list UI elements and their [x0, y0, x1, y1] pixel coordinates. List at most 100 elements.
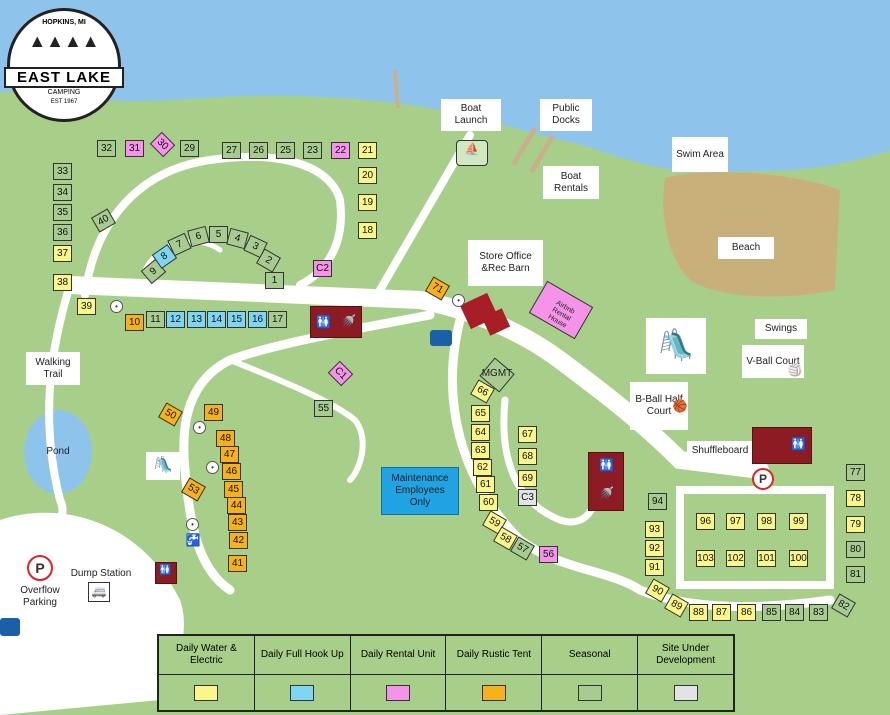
campsite-99[interactable]: 99	[789, 513, 808, 530]
legend-item: Seasonal	[542, 636, 639, 710]
legend-label: Daily Rental Unit	[350, 636, 446, 675]
campsite-68[interactable]: 68	[518, 448, 537, 465]
campsite-55[interactable]: 55	[314, 400, 333, 417]
campsite-86[interactable]: 86	[737, 604, 756, 621]
maintenance-label: Maintenance Employees Only	[381, 467, 459, 515]
campsite-69[interactable]: 69	[518, 470, 537, 487]
legend-swatch-cell	[159, 675, 254, 710]
campsite-91[interactable]: 91	[645, 559, 664, 576]
restroom-east: 🚻	[752, 427, 812, 464]
campsite-62[interactable]: 62	[473, 459, 492, 476]
airbnb-house[interactable]	[528, 280, 594, 340]
pond	[24, 410, 92, 494]
campsite-15[interactable]: 15	[227, 311, 246, 328]
campsite-84[interactable]: 84	[785, 604, 804, 621]
campsite-21[interactable]: 21	[358, 142, 377, 159]
campsite-61[interactable]: 61	[476, 476, 495, 493]
campsite-65[interactable]: 65	[471, 405, 490, 422]
campsite-37[interactable]: 37	[53, 245, 72, 262]
campsite-29[interactable]: 29	[180, 140, 199, 157]
spigot-marker: •	[110, 300, 123, 313]
logo-trees: ▲▲▲▲	[28, 31, 100, 51]
campsite-67[interactable]: 67	[518, 426, 537, 443]
campsite-34[interactable]: 34	[53, 184, 72, 201]
shower-icon: 🚿	[341, 314, 356, 328]
campsite-77[interactable]: 77	[846, 464, 865, 481]
campsite-64[interactable]: 64	[471, 424, 490, 441]
campsite-85[interactable]: 85	[762, 604, 781, 621]
campsite-96[interactable]: 96	[696, 513, 715, 530]
campsite-98[interactable]: 98	[757, 513, 776, 530]
campsite-83[interactable]: 83	[809, 604, 828, 621]
campsite-17[interactable]: 17	[268, 311, 287, 328]
legend-swatch	[577, 684, 602, 701]
dock-2	[528, 134, 556, 174]
campsite-103[interactable]: 103	[696, 550, 715, 567]
campsite-79[interactable]: 79	[846, 516, 865, 533]
campsite-101[interactable]: 101	[757, 550, 776, 567]
restroom-north: 🚻🚿	[310, 306, 362, 338]
campsite-63[interactable]: 63	[471, 442, 490, 459]
dump-station-icon: 🚐	[88, 582, 110, 602]
campsite-13[interactable]: 13	[187, 311, 206, 328]
campsite-32[interactable]: 32	[97, 140, 116, 157]
campsite-18[interactable]: 18	[358, 222, 377, 239]
campsite-19[interactable]: 19	[358, 194, 377, 211]
campsite-87[interactable]: 87	[712, 604, 731, 621]
campsite-94[interactable]: 94	[648, 493, 667, 510]
campsite-56[interactable]: 56	[539, 546, 558, 563]
logo-name: EAST LAKE	[4, 67, 124, 88]
campsite-31[interactable]: 31	[125, 140, 144, 157]
dump-station-label: Dump Station	[70, 568, 132, 579]
campsite-14[interactable]: 14	[207, 311, 226, 328]
campsite-80[interactable]: 80	[846, 541, 865, 558]
campsite-16[interactable]: 16	[248, 311, 267, 328]
campsite-25[interactable]: 25	[276, 142, 295, 159]
campsite-35[interactable]: 35	[53, 204, 72, 221]
campsite-78[interactable]: 78	[846, 490, 865, 507]
campsite-44[interactable]: 44	[227, 497, 246, 514]
swim-area-label: Swim Area	[672, 137, 728, 172]
logo-sub: CAMPING	[47, 89, 81, 96]
campsite-38[interactable]: 38	[53, 274, 72, 291]
campsite-12[interactable]: 12	[166, 311, 185, 328]
campsite-33[interactable]: 33	[53, 163, 72, 180]
campsite-45[interactable]: 45	[224, 481, 243, 498]
campsite-47[interactable]: 47	[220, 446, 239, 463]
campsite-11[interactable]: 11	[146, 311, 165, 328]
campsite-97[interactable]: 97	[726, 513, 745, 530]
campsite-27[interactable]: 27	[222, 142, 241, 159]
campsite-60[interactable]: 60	[479, 494, 498, 511]
campsite-92[interactable]: 92	[645, 540, 664, 557]
campsite-46[interactable]: 46	[222, 463, 241, 480]
campsite-88[interactable]: 88	[689, 604, 708, 621]
campsite-102[interactable]: 102	[726, 550, 745, 567]
campsite-42[interactable]: 42	[229, 532, 248, 549]
dock-3	[393, 69, 400, 109]
campsite-81[interactable]: 81	[846, 566, 865, 583]
campsite-23[interactable]: 23	[303, 142, 322, 159]
campsite-100[interactable]: 100	[789, 550, 808, 567]
dumpster	[430, 330, 452, 346]
logo-est: EST 1967	[50, 99, 78, 105]
campsite-43[interactable]: 43	[228, 514, 247, 531]
campsite-49[interactable]: 49	[204, 404, 223, 421]
shower-icon: 🚿	[599, 486, 614, 500]
campsite-22[interactable]: 22	[331, 142, 350, 159]
campsite-39[interactable]: 39	[77, 298, 96, 315]
campsite-5[interactable]: 5	[209, 226, 228, 243]
basketball-icon: 🏀	[672, 399, 688, 413]
campsite-10[interactable]: 10	[125, 314, 144, 331]
campsite-1[interactable]: 1	[265, 272, 284, 289]
legend-swatch-cell	[446, 675, 541, 710]
campsite-c3[interactable]: C3	[518, 489, 537, 506]
campsite-c2[interactable]: C2	[313, 260, 332, 277]
campsite-48[interactable]: 48	[216, 430, 235, 447]
campsite-93[interactable]: 93	[645, 521, 664, 538]
campsite-26[interactable]: 26	[249, 142, 268, 159]
campsite-20[interactable]: 20	[358, 167, 377, 184]
campsite-41[interactable]: 41	[228, 555, 247, 572]
campsite-36[interactable]: 36	[53, 224, 72, 241]
legend-swatch	[386, 684, 411, 701]
